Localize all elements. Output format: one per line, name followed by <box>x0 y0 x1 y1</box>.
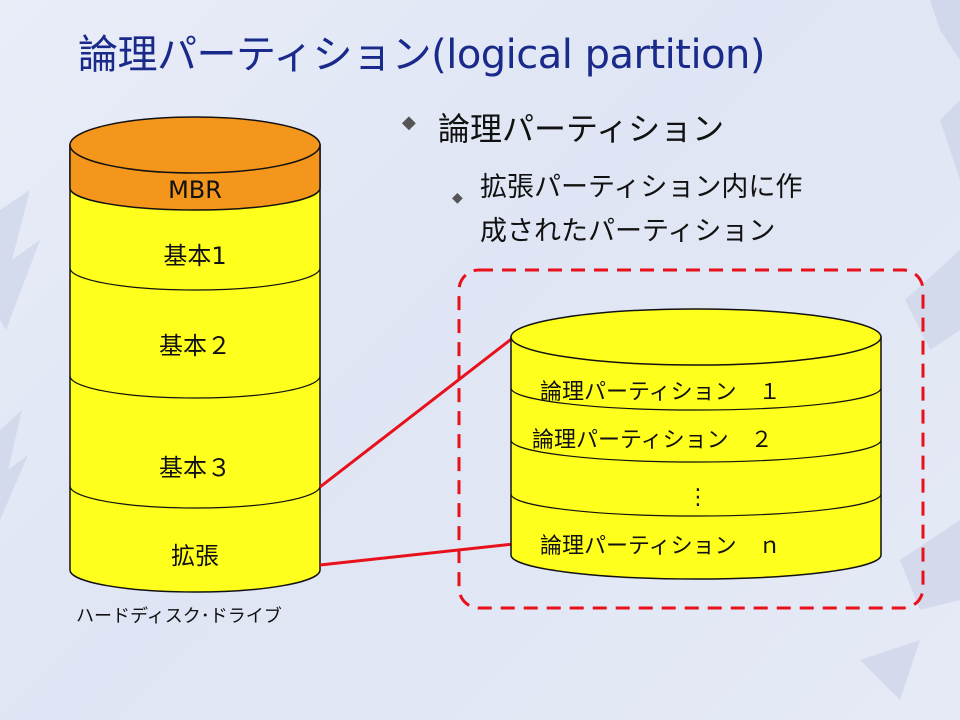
bullet-level-2-line-2: 成されたパーティション <box>480 216 776 247</box>
logical-partition-label-2: 論理パーティション ２ <box>532 428 773 453</box>
bullet-level-2-line-1: 拡張パーティション内に作 <box>480 172 803 203</box>
logical-partition-cylinder <box>510 308 882 580</box>
slide-title: 論理パーティション(logical partition) <box>78 32 766 78</box>
logical-partition-ellipsis: ⋮ <box>687 485 709 510</box>
segment-label-primary-1: 基本1 <box>163 242 226 270</box>
bullet-level-1-text: 論理パーティション <box>438 110 725 148</box>
bullet-level-2: ◆ 拡張パーティション内に作 成されたパーティション <box>452 166 892 254</box>
bullet-level-1: ◆ 論理パーティション <box>402 104 725 150</box>
segment-label-primary-2: 基本２ <box>159 332 231 360</box>
segment-label-primary-3: 基本３ <box>159 454 231 482</box>
hard-disk-cylinder <box>69 116 321 593</box>
extended-partition-frame <box>457 268 925 610</box>
diamond-bullet-icon: ◆ <box>452 190 463 206</box>
disk-caption: ハードディスク･ドライブ <box>76 605 282 627</box>
connector-line-bottom <box>319 542 515 567</box>
segment-label-mbr: MBR <box>168 176 222 204</box>
connector-line-top <box>319 335 515 489</box>
segment-label-extended: 拡張 <box>171 542 219 570</box>
diamond-bullet-icon: ◆ <box>402 112 416 133</box>
logical-partition-label-n: 論理パーティション ｎ <box>540 534 781 559</box>
logical-partition-label-1: 論理パーティション １ <box>540 380 781 405</box>
